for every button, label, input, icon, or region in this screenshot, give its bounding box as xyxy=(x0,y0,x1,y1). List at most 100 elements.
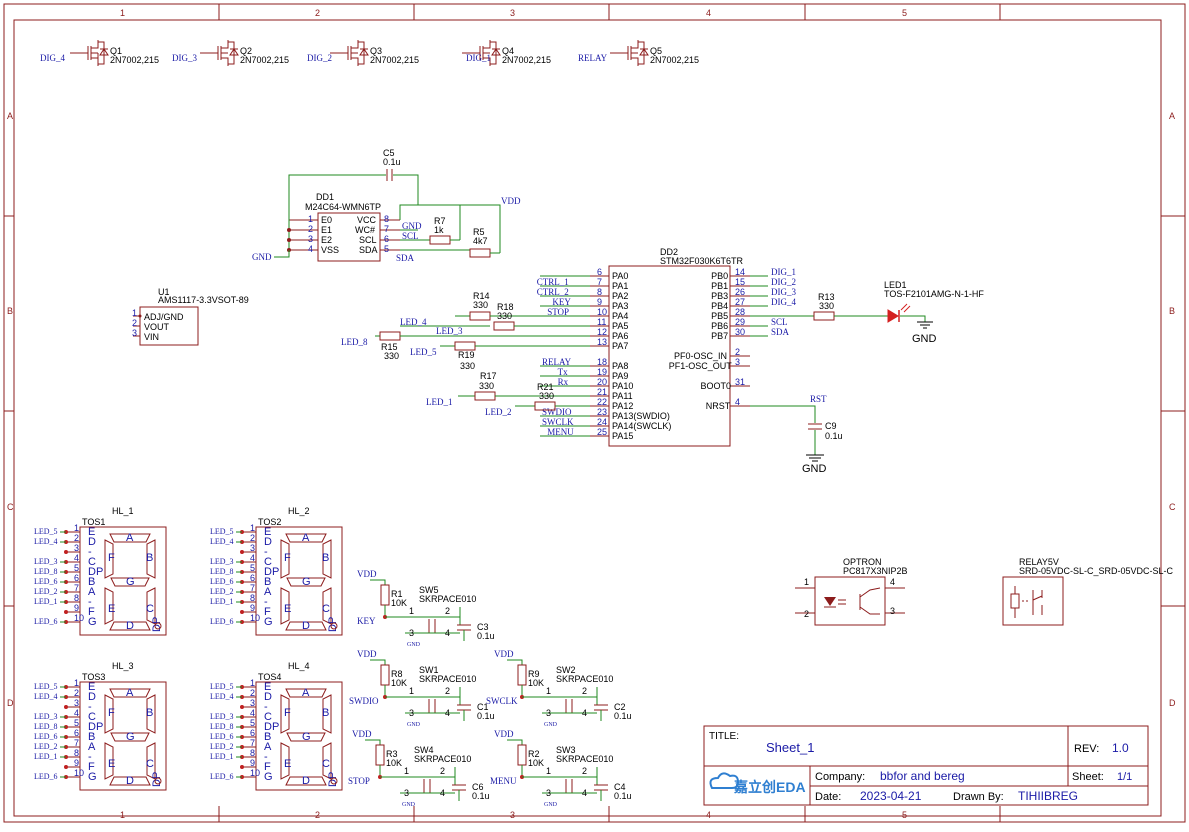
net-wire xyxy=(587,687,598,698)
regulator-value: AMS1117-3.3VSOT-89 xyxy=(158,295,249,305)
net-label: LED_2 xyxy=(34,587,58,596)
segment-label: A xyxy=(302,532,310,544)
resistor-ref: R7 xyxy=(434,216,446,226)
pin-number: 4 xyxy=(735,397,740,407)
pin-number: 10 xyxy=(250,613,260,623)
net-label: KEY xyxy=(357,616,376,626)
resistor-ref: R9 xyxy=(528,669,540,679)
capacitor-value: 0.1u xyxy=(825,431,843,441)
net-label: LED_4 xyxy=(210,537,234,546)
resistor-ref: R15 xyxy=(381,342,398,352)
pin-name: BOOT0 xyxy=(701,381,732,391)
net-label: LED_5 xyxy=(34,527,58,536)
display-ref: TOS3 xyxy=(82,672,105,682)
pin-number: 8 xyxy=(597,287,602,297)
eeprom-dd1[interactable]: C5 0.1u DD1 M24C64-WMN6TP 1 2 3 4 E0 E1 … xyxy=(252,148,521,263)
net-label: VDD xyxy=(494,729,514,739)
resistor-ref: R17 xyxy=(480,371,497,381)
pin-number: 1 xyxy=(546,686,551,696)
dp-dot xyxy=(154,622,162,630)
pin-name: PA7 xyxy=(612,341,628,351)
pin-letter: D xyxy=(264,691,272,703)
net-label: LED_8 xyxy=(210,567,234,576)
pin-number: 3 xyxy=(546,788,551,798)
pin-dot xyxy=(240,550,244,554)
pin-number: 1 xyxy=(132,308,137,318)
optocoupler[interactable]: OPTRON PC817X3NIP2B 1 2 3 4 xyxy=(795,557,908,626)
pin-number: 6 xyxy=(250,573,255,583)
transistor-q1[interactable]: DIG_4 Q1 2N7002,215 xyxy=(40,40,159,66)
pin-number: 5 xyxy=(384,244,389,254)
transistor-q5[interactable]: RELAY Q5 2N7002,215 xyxy=(578,40,699,66)
net-label: LED_6 xyxy=(34,732,58,741)
net-label: STOP xyxy=(348,776,370,786)
segment-label: D xyxy=(126,775,134,787)
regulator-u1[interactable]: U1 AMS1117-3.3VSOT-89 1 2 3 ADJ/GND VOUT… xyxy=(132,287,249,346)
pin-number: 27 xyxy=(735,297,745,307)
relay[interactable]: RELAY5V SRD-05VDC-SL-C_SRD-05VDC-SL-C xyxy=(1002,557,1174,626)
capacitor-value: 0.1u xyxy=(477,711,495,721)
pin-number: 8 xyxy=(384,214,389,224)
net-label: CTRL_2 xyxy=(537,287,569,297)
pin-number: 2 xyxy=(74,688,79,698)
segment-label: B xyxy=(322,707,329,719)
capacitor-value: 0.1u xyxy=(472,791,490,801)
segment-outline xyxy=(110,577,150,587)
transistor-q3[interactable]: DIG_2 Q3 2N7002,215 xyxy=(307,40,419,66)
pin-name: PA2 xyxy=(612,291,628,301)
transistor-q2[interactable]: DIG_3 Q2 2N7002,215 xyxy=(172,40,289,66)
row-label-left: D xyxy=(7,698,14,708)
segment-label: C xyxy=(322,603,330,615)
pin-number: 1 xyxy=(308,214,313,224)
net-label: LED_2 xyxy=(485,407,512,417)
transistor-q4[interactable]: DIG_1 Q4 2N7002,215 xyxy=(462,40,551,66)
pin-number: 1 xyxy=(74,523,79,533)
pin-letter: C xyxy=(264,711,272,723)
company-value: bbfor and bereg xyxy=(880,769,965,783)
resistor-value: 330 xyxy=(497,311,512,321)
segment-outline xyxy=(280,742,290,780)
mcu-ref: DD2 xyxy=(660,247,678,257)
dp-dot xyxy=(330,622,338,630)
date-value: 2023-04-21 xyxy=(860,789,922,803)
pin-name: ADJ/GND xyxy=(144,312,184,322)
resistor-value: 10K xyxy=(391,678,407,688)
pin-number: 10 xyxy=(74,613,84,623)
switch-ref: SW4 xyxy=(414,745,434,755)
reset-capacitor: GND C9 0.1u xyxy=(750,405,843,475)
pin-number: 10 xyxy=(250,768,260,778)
segment-label: F xyxy=(108,552,115,564)
segment-outline xyxy=(280,539,290,579)
pin-letter: C xyxy=(88,556,96,568)
pin-dot xyxy=(64,705,68,709)
net-label: LED_6 xyxy=(34,772,58,781)
pin-name: PA12 xyxy=(612,401,633,411)
optron-value: PC817X3NIP2B xyxy=(843,566,908,576)
logo-text: 嘉立创EDA xyxy=(733,779,806,795)
sheet-frame xyxy=(3,3,1186,823)
row-label-right: A xyxy=(1169,111,1175,121)
pullup-resistor xyxy=(380,664,390,686)
pin-dot xyxy=(240,705,244,709)
segment-outline xyxy=(285,621,327,631)
segment-outline xyxy=(285,533,327,543)
pin-name: PA1 xyxy=(612,281,628,291)
pin-number: 2 xyxy=(440,766,445,776)
segment-label: F xyxy=(284,707,291,719)
pin-number: 31 xyxy=(735,377,745,387)
pin-number: 7 xyxy=(250,583,255,593)
resistor-value: 10K xyxy=(386,758,402,768)
net-label: SWDIO xyxy=(542,407,572,417)
